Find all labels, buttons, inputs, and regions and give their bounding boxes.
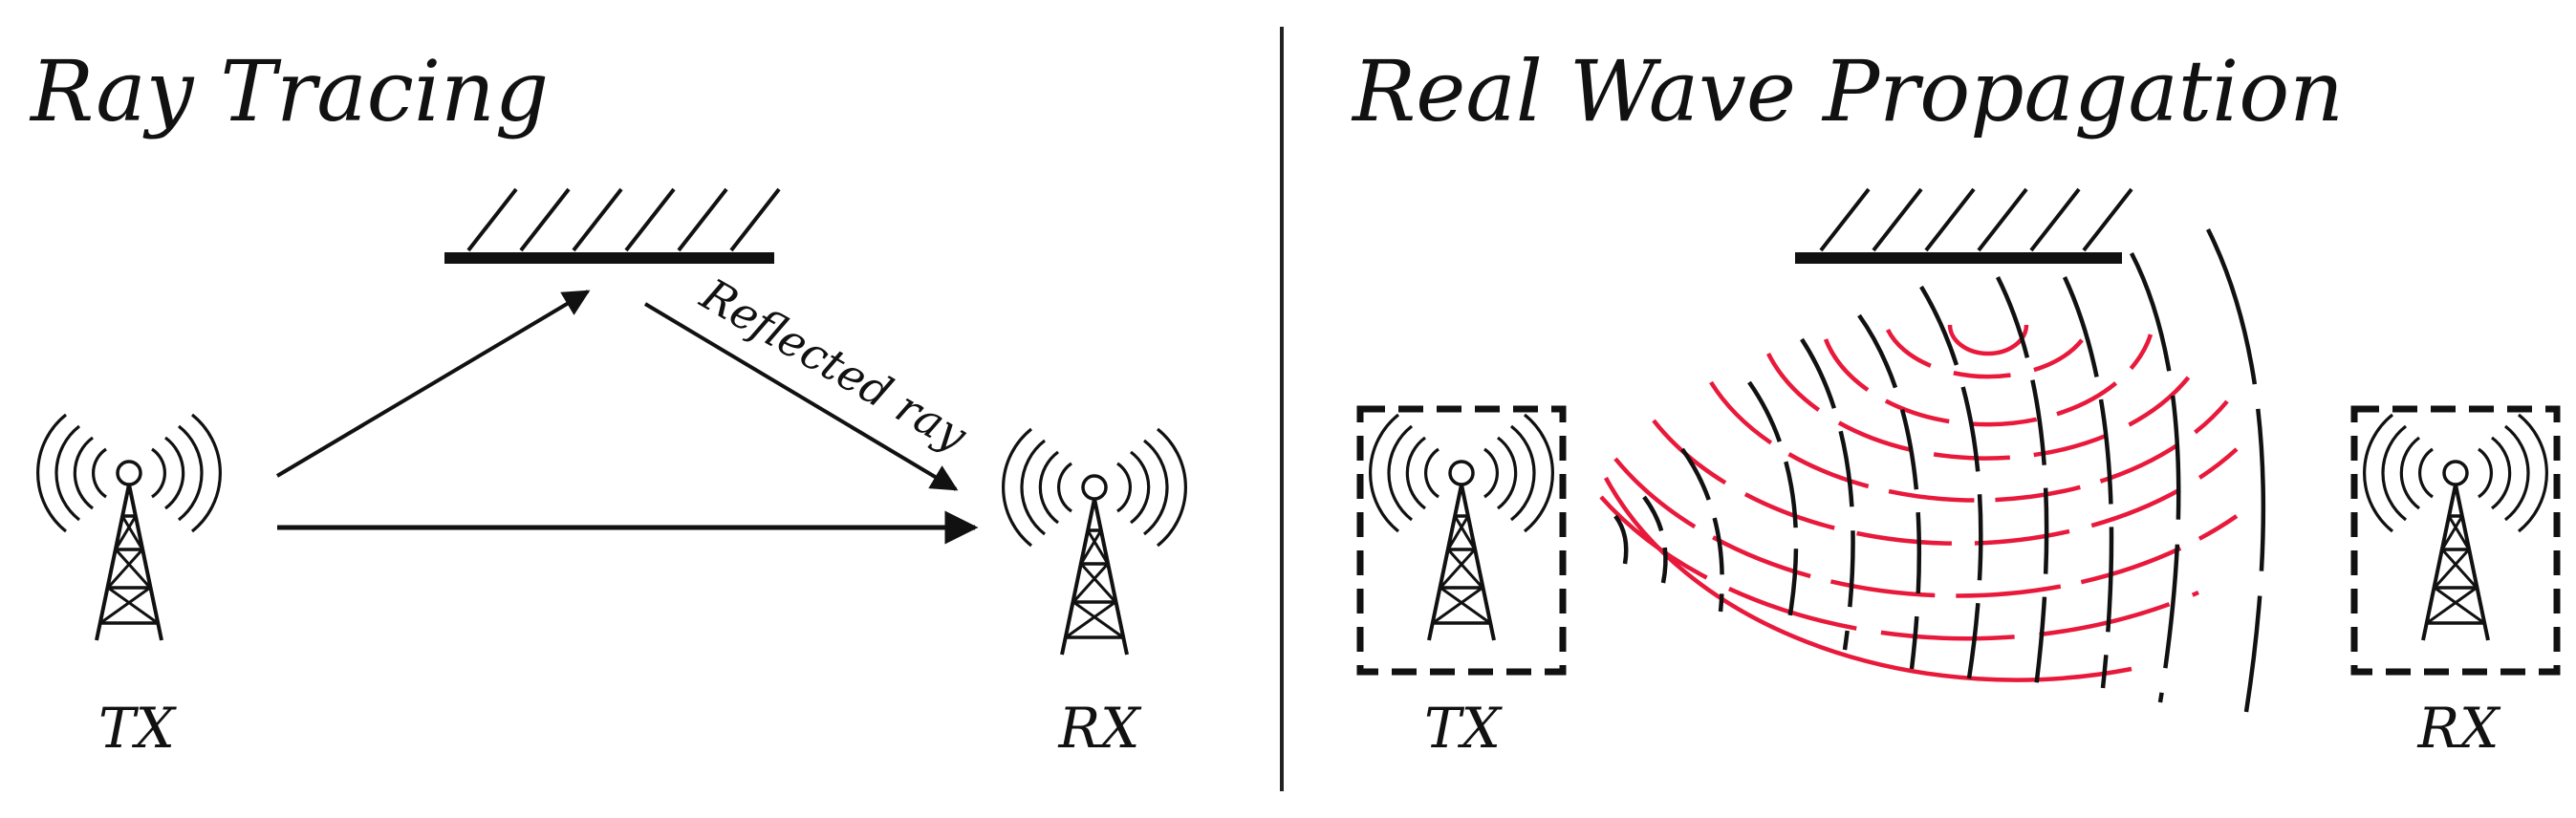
- right-rx-label: RX: [2417, 696, 2502, 761]
- right-tx-tower-icon: [1368, 413, 1555, 642]
- reflected-ray-arrow: [643, 302, 959, 491]
- right-rx-tower-icon: [2362, 413, 2549, 642]
- right-tx-label: TX: [1424, 696, 1504, 761]
- right-rx-box: [2350, 405, 2561, 676]
- wavefront-black-arcs: [1613, 227, 2266, 713]
- right-title: Real Wave Propagation: [1353, 42, 2344, 140]
- left-title: Ray Tracing: [31, 42, 550, 140]
- left-rx-label: RX: [1058, 696, 1143, 761]
- reflected-ray-label: Reflected ray: [692, 268, 977, 462]
- incident-ray-arrow: [275, 290, 591, 478]
- wavefront-red-arcs: [1599, 324, 2239, 682]
- right-tx-box: [1356, 405, 1567, 676]
- right-reflector-surface: [1795, 187, 2133, 264]
- left-tx-tower-icon: [35, 413, 223, 642]
- panel-divider: [1280, 27, 1284, 791]
- left-reflector-surface: [444, 187, 781, 264]
- left-tx-label: TX: [98, 696, 178, 761]
- left-rx-tower-icon: [1001, 427, 1188, 657]
